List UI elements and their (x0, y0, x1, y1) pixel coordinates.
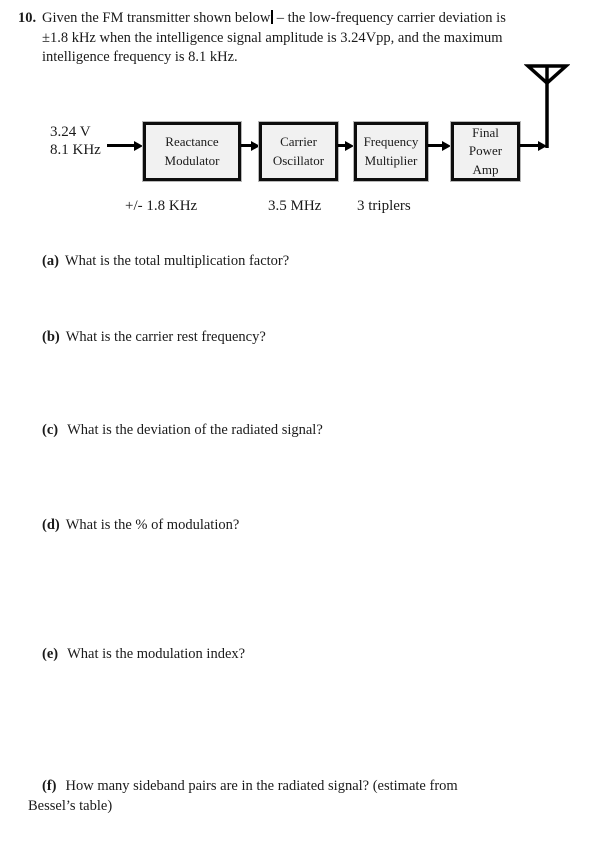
block-label-line: Reactance (165, 134, 219, 149)
question-text: How many sideband pairs are in the radia… (65, 778, 458, 794)
question-label: (f) (42, 778, 57, 794)
block-label-line: Multiplier (364, 152, 418, 168)
oscillator-frequency-label: 3.5 MHz (268, 198, 322, 214)
statement-text-before-cursor: Given the FM transmitter shown below (42, 10, 271, 26)
statement-line-1: Given the FM transmitter shown below – th… (42, 9, 506, 29)
question-label: (e) (42, 646, 59, 662)
question-label: (b) (42, 329, 60, 345)
block-label-line: Power (468, 143, 503, 159)
block-final-power-amp: Final Power Amp (451, 122, 520, 181)
problem-statement: 10. Given the FM transmitter shown below… (18, 9, 506, 68)
input-signal-amplitude: 3.24 V (50, 124, 91, 140)
question-label: (c) (42, 422, 59, 438)
question-text: What is the total multiplication factor? (64, 253, 290, 269)
multiplier-stages-label: 3 triplers (357, 198, 411, 214)
signal-flow-arrow (241, 144, 251, 147)
input-signal-label: 3.24 V 8.1 KHz (50, 124, 101, 159)
fm-transmitter-block-diagram: 3.24 V 8.1 KHz Reactance Modulator Carri… (0, 0, 606, 230)
output-arrow (520, 144, 538, 147)
block-frequency-multiplier: Frequency Multiplier (354, 122, 428, 181)
question-d: (d) What is the % of modulation? (42, 515, 239, 535)
block-label-line: Frequency (363, 134, 419, 149)
signal-flow-arrow (338, 144, 345, 147)
question-text: What is the modulation index? (67, 646, 246, 662)
block-carrier-oscillator: Carrier Oscillator (259, 122, 338, 181)
question-text-line-1: (f) How many sideband pairs are in the ra… (28, 776, 588, 796)
problem-number: 10. (18, 10, 37, 26)
block-label-line: Final (472, 124, 499, 140)
question-c: (c) What is the deviation of the radiated… (42, 420, 323, 440)
block-label-line: Carrier (280, 134, 317, 149)
signal-flow-arrow (428, 144, 442, 147)
question-e: (e) What is the modulation index? (42, 644, 245, 664)
input-signal-frequency: 8.1 KHz (50, 141, 101, 158)
question-b: (b) What is the carrier rest frequency? (42, 327, 266, 347)
statement-line-2: ±1.8 kHz when the intelligence signal am… (42, 29, 503, 46)
block-label-line: Modulator (164, 152, 220, 168)
statement-text-after-cursor: – the low-frequency carrier deviation is (276, 10, 506, 26)
question-text: What is the % of modulation? (65, 517, 240, 533)
question-label: (d) (42, 517, 60, 533)
question-f: (f) How many sideband pairs are in the ra… (28, 776, 588, 816)
statement-line-3: intelligence frequency is 8.1 kHz. (42, 49, 238, 65)
question-text: What is the deviation of the radiated si… (67, 422, 323, 438)
question-text: What is the carrier rest frequency? (65, 329, 266, 345)
question-label: (a) (42, 253, 59, 269)
text-cursor (271, 10, 273, 24)
block-reactance-modulator: Reactance Modulator (143, 122, 241, 181)
input-arrow (107, 144, 134, 147)
antenna-icon (524, 64, 570, 148)
question-text-line-2: Bessel’s table) (28, 798, 113, 814)
block-label-line: Amp (472, 161, 499, 177)
block-label-line: Oscillator (272, 152, 325, 168)
deviation-label: +/- 1.8 KHz (125, 198, 198, 214)
question-a: (a) What is the total multiplication fact… (42, 251, 289, 271)
